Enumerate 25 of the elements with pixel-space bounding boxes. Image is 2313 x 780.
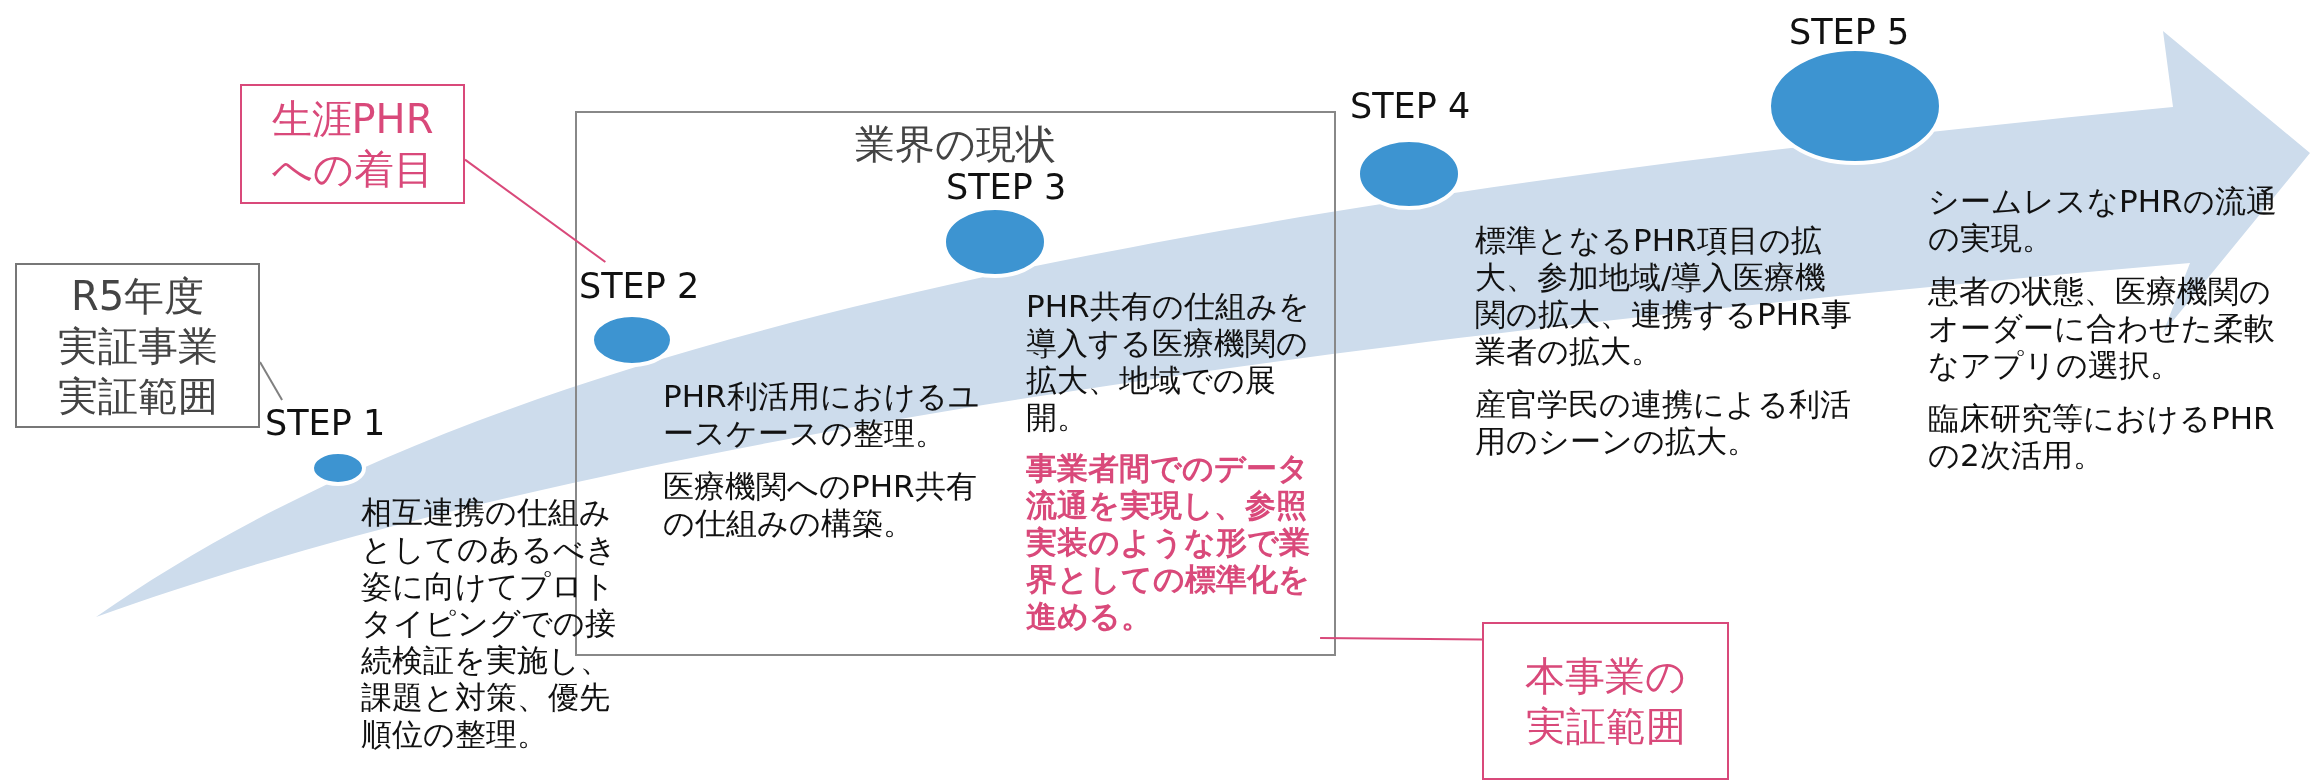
callout-text: 本事業の実証範囲 bbox=[1524, 652, 1687, 751]
step-description: 医療機関へのPHR共有の仕組みの構築。 bbox=[663, 468, 978, 542]
step-description: シームレスなPHRの流通の実現。 bbox=[1928, 183, 2278, 257]
leader-line bbox=[259, 361, 284, 401]
callout-text: R5年度実証事業実証範囲 bbox=[56, 271, 219, 421]
step-description: PHR共有の仕組みを導入する医療機関の拡大、地域での展開。 bbox=[1026, 288, 1311, 436]
step-description: 事業者間でのデータ流通を実現し、参照実装のような形で業界としての標準化を進める。 bbox=[1026, 450, 1311, 635]
leader-line bbox=[464, 158, 607, 263]
step-label: STEP 5 bbox=[1789, 12, 1910, 52]
step-description: PHR利活用におけるユースケースの整理。 bbox=[663, 378, 981, 452]
step-label: STEP 1 bbox=[265, 403, 386, 443]
callout-box bbox=[15, 263, 260, 428]
step-label: STEP 3 bbox=[946, 167, 1067, 207]
callout-box bbox=[240, 84, 465, 204]
callout-text: 生涯PHRへの着目 bbox=[270, 95, 435, 194]
step-description: 相互連携の仕組みとしてのあるべき姿に向けてプロトタイピングでの接続検証を実施し、課題と対策、優先順位の整理。 bbox=[361, 494, 618, 753]
step-label: STEP 4 bbox=[1350, 86, 1471, 126]
step-description: 産官学民の連携による利活用のシーンの拡大。 bbox=[1475, 386, 1852, 460]
step-label: STEP 2 bbox=[579, 266, 700, 306]
frame-title: 業界の現状 bbox=[855, 120, 1056, 169]
step-description: 標準となるPHR項目の拡大、参加地域/導入医療機関の拡大、連携するPHR事業者の拡大。 bbox=[1475, 222, 1853, 370]
callout-box bbox=[1482, 622, 1729, 780]
step-description: 患者の状態、医療機関のオーダーに合わせた柔軟なアプリの選択。 bbox=[1928, 273, 2276, 384]
leader-line bbox=[1319, 637, 1483, 641]
step-description: 臨床研究等におけるPHRの2次活用。 bbox=[1928, 400, 2276, 474]
